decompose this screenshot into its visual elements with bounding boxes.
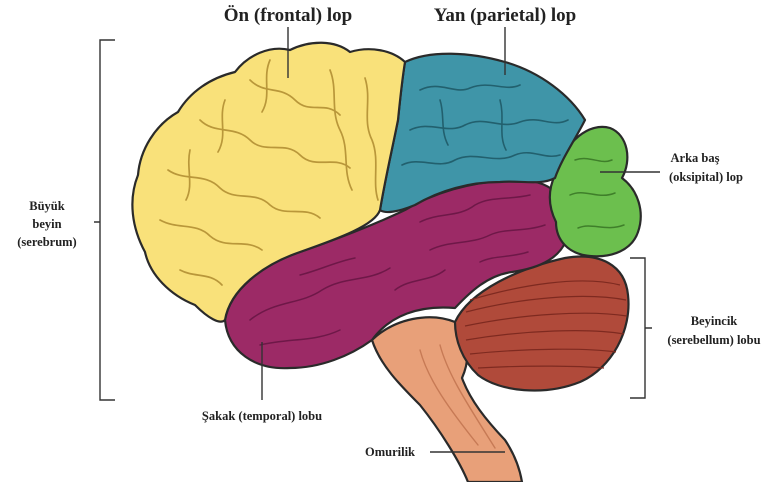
cerebrum-label-line2: beyin <box>32 217 61 231</box>
frontal-lobe-label: Ön (frontal) lop <box>224 5 352 26</box>
cerebrum-bracket <box>94 40 115 400</box>
temporal-lobe-label: Şakak (temporal) lobu <box>202 409 322 423</box>
cerebellum-bracket <box>630 258 652 398</box>
cerebellum-label-line1: Beyincik <box>691 314 738 328</box>
parietal-lobe-label: Yan (parietal) lop <box>434 5 577 26</box>
cerebrum-label-line3: (serebrum) <box>17 235 76 249</box>
occipital-lobe-label-line1: Arka baş <box>671 151 720 165</box>
cerebellum-label-line2: (serebellum) lobu <box>667 333 760 347</box>
spinal-cord-label: Omurilik <box>365 445 415 459</box>
occipital-lobe-label-line2: (oksipital) lop <box>669 170 743 184</box>
cerebrum-label-line1: Büyük <box>29 199 64 213</box>
